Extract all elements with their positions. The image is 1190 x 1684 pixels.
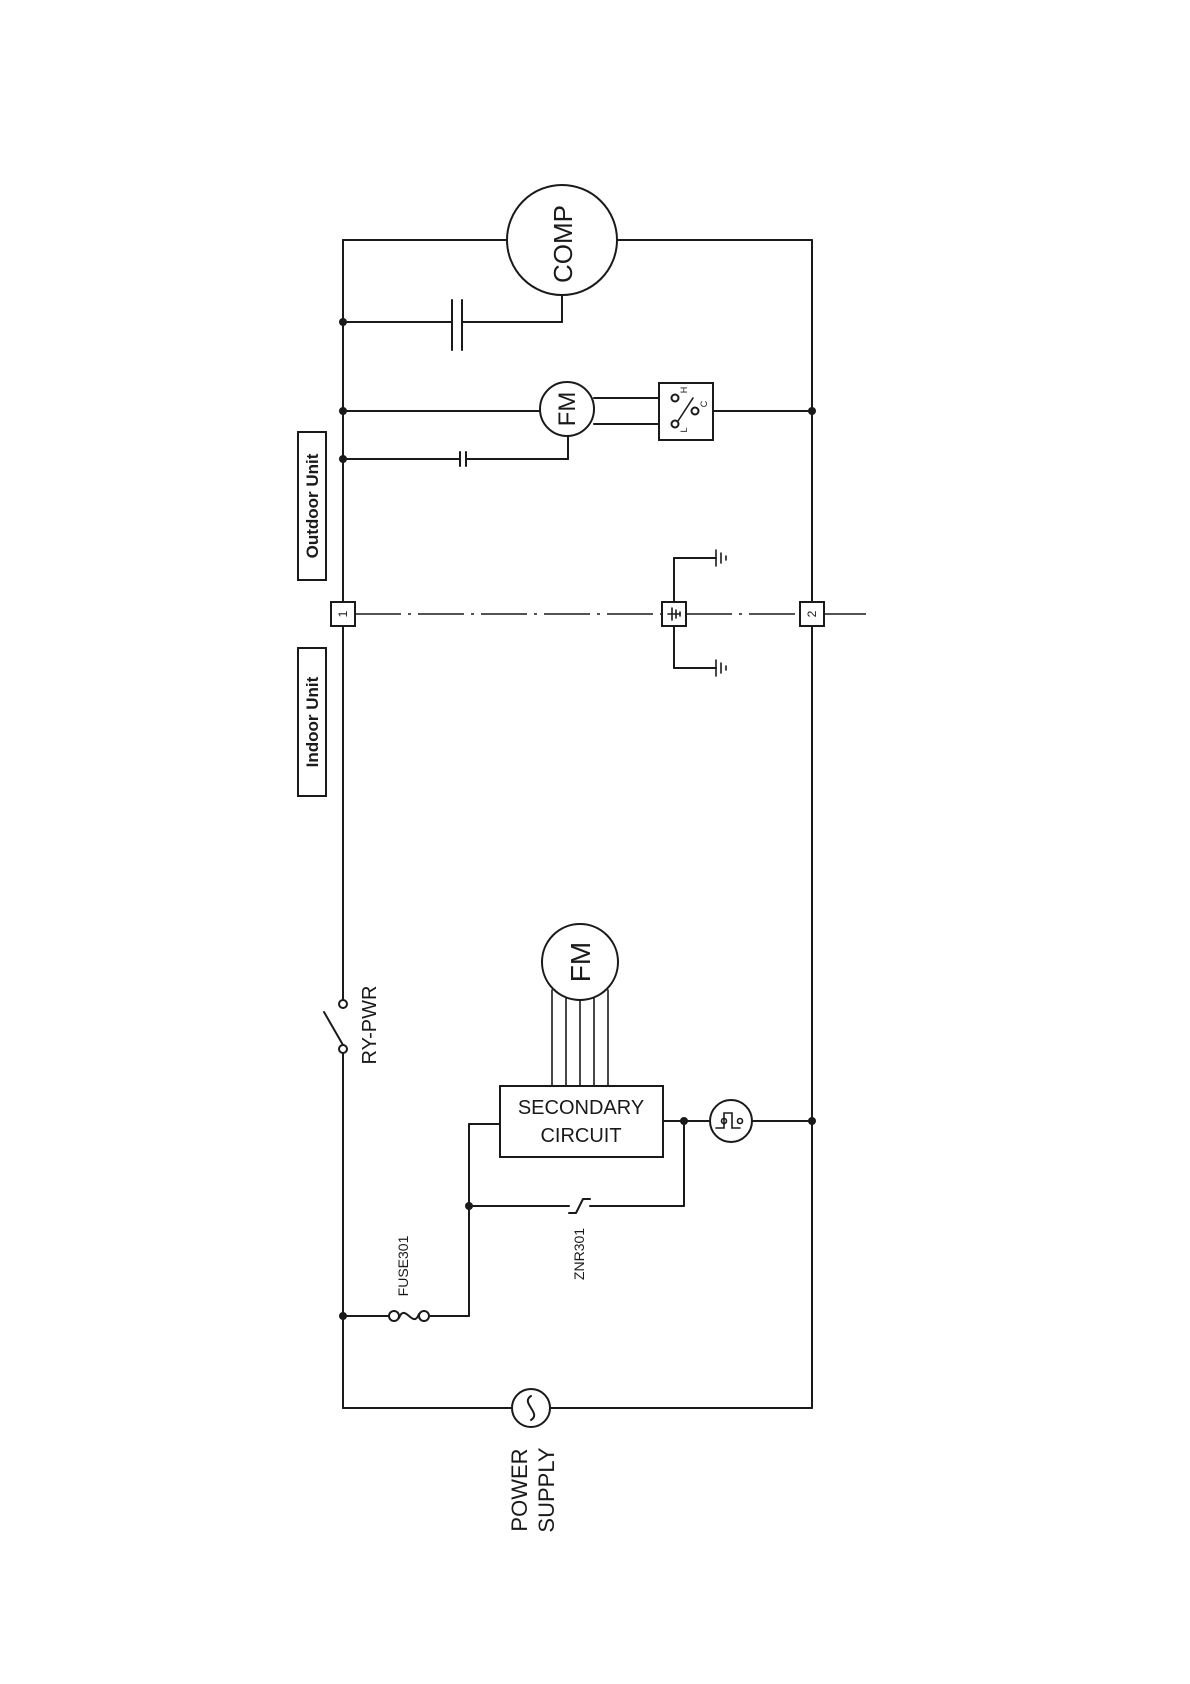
compressor-label: COMP bbox=[548, 205, 578, 283]
indoor-unit-label: Indoor Unit bbox=[303, 676, 322, 767]
outdoor-fan-branch: FM H C L bbox=[339, 382, 816, 466]
power-supply-label-line2: SUPPLY bbox=[534, 1447, 559, 1533]
switch-c-label: C bbox=[699, 400, 709, 407]
outdoor-fan-motor-label: FM bbox=[554, 392, 581, 427]
secondary-circuit-label-line1: SECONDARY bbox=[518, 1097, 644, 1119]
power-supply-label-line1: POWER bbox=[507, 1448, 532, 1531]
relay-label: RY-PWR bbox=[359, 986, 381, 1065]
switch-h-label: H bbox=[679, 387, 689, 394]
compressor-branch: COMP bbox=[339, 185, 617, 350]
varistor-label: ZNR301 bbox=[571, 1228, 587, 1280]
terminal-1-label: 1 bbox=[336, 610, 350, 617]
terminal-block: 1 2 bbox=[331, 550, 866, 676]
indoor-fan-motor-label: FM bbox=[565, 942, 596, 982]
outdoor-unit-label: Outdoor Unit bbox=[303, 453, 322, 558]
switch-l-label: L bbox=[679, 427, 689, 432]
unit-labels: Outdoor Unit Indoor Unit bbox=[298, 432, 326, 796]
ground-icon bbox=[716, 550, 726, 566]
terminal-2-label: 2 bbox=[805, 610, 819, 617]
indoor-circuit: FM SECONDARY CIRCUIT ZNR301 bbox=[429, 924, 816, 1316]
power-supply: POWER SUPPLY bbox=[507, 1389, 559, 1533]
relay-ry-pwr: RY-PWR bbox=[324, 986, 381, 1065]
secondary-circuit-label-line2: CIRCUIT bbox=[540, 1125, 621, 1147]
fuse-301: FUSE301 bbox=[339, 1235, 429, 1321]
thermal-fuse-symbol bbox=[710, 1100, 752, 1142]
fuse-label: FUSE301 bbox=[395, 1235, 411, 1296]
ground-icon bbox=[716, 660, 726, 676]
